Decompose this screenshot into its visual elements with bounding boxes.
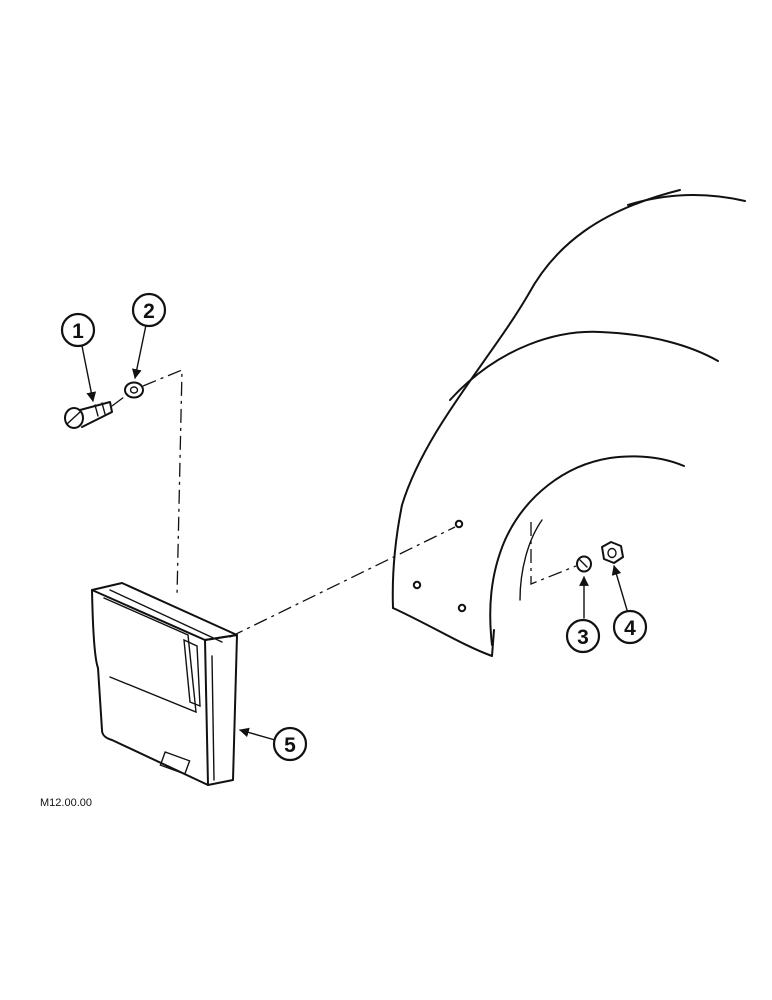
fender-outer-curve <box>391 189 681 609</box>
fender-mount-hole-lower <box>457 603 467 613</box>
screw-slot <box>66 411 81 425</box>
alignment-lines <box>111 369 577 638</box>
washer-inner <box>129 386 139 394</box>
fender-lower-edge <box>392 607 495 657</box>
callout-4: 4 <box>612 609 648 645</box>
callout-2-circle <box>131 292 167 328</box>
fender <box>391 189 746 657</box>
leader-arrows <box>81 324 628 741</box>
screw-shank <box>79 401 113 428</box>
alignment-line-screw <box>111 393 129 407</box>
leader-arrow-1 <box>81 345 97 402</box>
callout-1: 1 <box>60 312 96 348</box>
leader-arrow-4 <box>611 565 628 611</box>
leader-arrow-5 <box>239 727 276 741</box>
washer-outer <box>124 381 144 399</box>
alignment-line-lamp-fender <box>229 526 456 638</box>
screw-head <box>64 407 84 429</box>
callout-3-circle <box>565 618 601 654</box>
lamp-side-inner-edge <box>211 655 215 781</box>
alignment-line-washer-down <box>142 369 183 597</box>
figure-reference-code: M12.00.00 <box>40 797 92 809</box>
lamp-top-rim <box>109 589 223 643</box>
lamp-side-face <box>204 634 238 786</box>
lamp-lens-highlight <box>183 638 201 708</box>
alignment-line-fender-nut <box>530 522 577 585</box>
callout-4-circle <box>612 609 648 645</box>
callout-4-label: 4 <box>624 617 636 640</box>
screw-thread-2 <box>101 402 106 415</box>
lock-washer <box>576 555 592 573</box>
fender-middle-curve <box>449 330 719 401</box>
fender-inner-lip <box>519 519 543 601</box>
leader-arrow-2 <box>131 324 147 379</box>
lamp-label-plate <box>159 751 191 775</box>
callout-5: 5 <box>272 726 308 762</box>
callout-2: 2 <box>131 292 167 328</box>
hex-nut <box>601 541 624 564</box>
nut-hole <box>607 547 617 559</box>
lock-washer-ring <box>576 555 592 573</box>
fender-mount-hole-upper <box>454 519 464 529</box>
callout-2-label: 2 <box>143 300 155 323</box>
screw-thread-1 <box>94 404 99 417</box>
fender-top-edge <box>627 194 746 206</box>
callout-3: 3 <box>565 618 601 654</box>
callout-3-label: 3 <box>577 626 589 649</box>
callout-1-circle <box>60 312 96 348</box>
reflector-lamp <box>91 582 238 786</box>
fender-inner-arch <box>489 455 685 646</box>
lamp-lens-frame <box>103 597 197 714</box>
lamp-front-face <box>91 589 209 786</box>
callout-5-label: 5 <box>284 734 296 757</box>
washer <box>124 381 144 399</box>
callout-5-circle <box>272 726 308 762</box>
callout-1-label: 1 <box>72 320 84 343</box>
lock-washer-split <box>579 559 588 568</box>
nut-body <box>601 541 624 564</box>
screw <box>64 401 113 429</box>
fender-mount-hole-left <box>412 580 422 590</box>
